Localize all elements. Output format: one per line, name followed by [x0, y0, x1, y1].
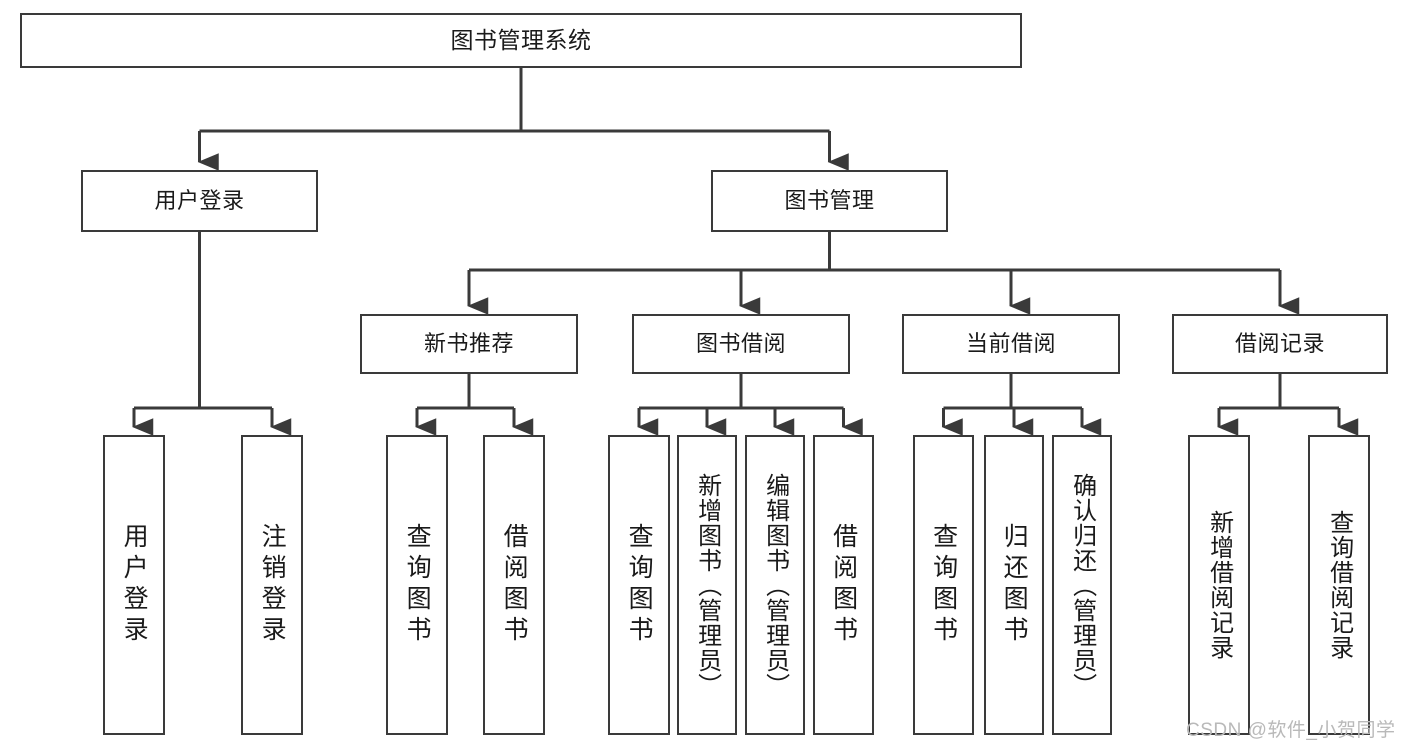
leaf-query-borrow-record[interactable]: 查询借阅记录: [1308, 435, 1370, 735]
leaf-return-book-label: 归还图书: [1000, 523, 1029, 647]
node-book-borrow-label: 图书借阅: [695, 331, 786, 357]
leaf-user-login-label: 用户登录: [120, 523, 149, 647]
leaf-query-book-recommend[interactable]: 查询图书: [386, 435, 448, 735]
leaf-add-borrow-record[interactable]: 新增借阅记录: [1188, 435, 1250, 735]
leaf-add-book-admin[interactable]: 新增图书（管理员）: [677, 435, 737, 735]
leaf-query-book-label: 查询图书: [625, 523, 654, 647]
leaf-query-book-current[interactable]: 查询图书: [913, 435, 974, 735]
node-user-login-label: 用户登录: [154, 188, 245, 214]
node-book-management[interactable]: 图书管理: [711, 170, 948, 232]
leaf-query-book-recommend-label: 查询图书: [403, 523, 432, 647]
node-borrow-records[interactable]: 借阅记录: [1172, 314, 1388, 374]
node-current-borrow[interactable]: 当前借阅: [902, 314, 1120, 374]
leaf-borrow-book-recommend-label: 借阅图书: [500, 523, 529, 647]
leaf-query-book-current-label: 查询图书: [929, 523, 958, 647]
node-root[interactable]: 图书管理系统: [20, 13, 1022, 68]
node-root-label: 图书管理系统: [450, 26, 592, 53]
leaf-query-borrow-record-label: 查询借阅记录: [1325, 510, 1353, 660]
node-borrow-records-label: 借阅记录: [1234, 331, 1325, 357]
leaf-logout-label: 注销登录: [258, 523, 287, 647]
csdn-watermark: CSDN @软件_小贺同学: [1186, 720, 1396, 741]
leaf-edit-book-admin-label: 编辑图书（管理员）: [761, 472, 789, 698]
node-book-borrow[interactable]: 图书借阅: [632, 314, 850, 374]
leaf-borrow-book-recommend[interactable]: 借阅图书: [483, 435, 545, 735]
leaf-logout[interactable]: 注销登录: [241, 435, 303, 735]
leaf-confirm-return-admin-label: 确认归还（管理员）: [1068, 472, 1096, 698]
leaf-borrow-book[interactable]: 借阅图书: [813, 435, 874, 735]
node-book-management-label: 图书管理: [784, 188, 875, 214]
leaf-add-book-admin-label: 新增图书（管理员）: [693, 472, 721, 698]
leaf-borrow-book-label: 借阅图书: [829, 523, 858, 647]
node-new-book-recommend-label: 新书推荐: [423, 331, 514, 357]
leaf-user-login[interactable]: 用户登录: [103, 435, 165, 735]
node-current-borrow-label: 当前借阅: [965, 331, 1056, 357]
leaf-query-book[interactable]: 查询图书: [608, 435, 670, 735]
node-user-login[interactable]: 用户登录: [81, 170, 318, 232]
leaf-add-borrow-record-label: 新增借阅记录: [1205, 510, 1233, 660]
leaf-confirm-return-admin[interactable]: 确认归还（管理员）: [1052, 435, 1112, 735]
leaf-edit-book-admin[interactable]: 编辑图书（管理员）: [745, 435, 805, 735]
leaf-return-book[interactable]: 归还图书: [984, 435, 1044, 735]
node-new-book-recommend[interactable]: 新书推荐: [360, 314, 578, 374]
